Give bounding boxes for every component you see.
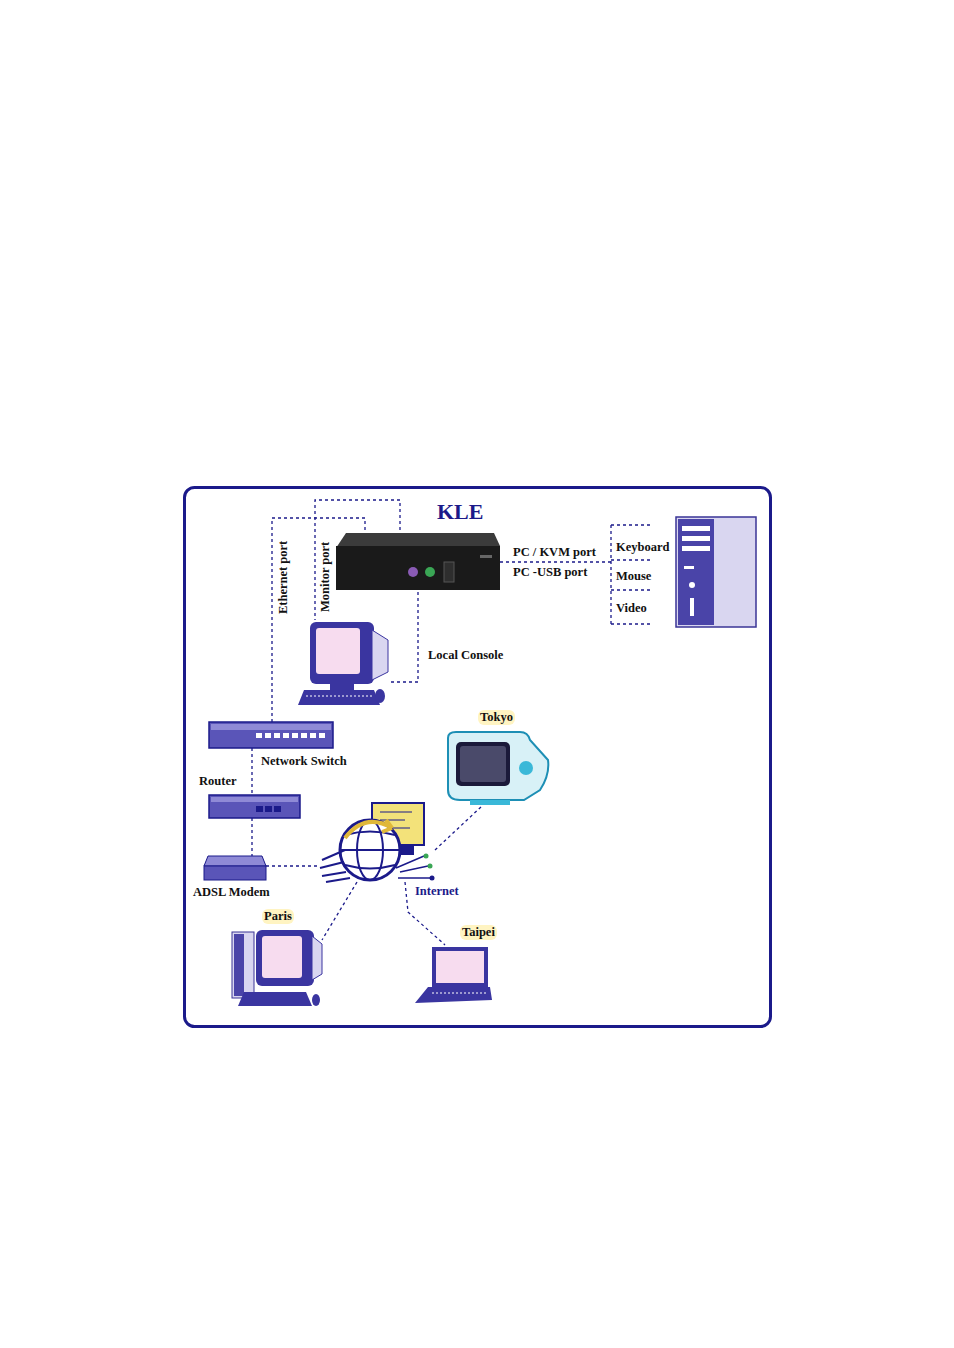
taipei-box: Taipei <box>415 945 492 1003</box>
port-label: Video <box>616 601 647 616</box>
network-switch <box>209 722 333 748</box>
pc-cables <box>500 525 653 624</box>
console-box: Local Console <box>298 620 390 706</box>
dashed-cable <box>435 806 482 850</box>
paris-box: Paris <box>232 928 322 1008</box>
internet-clipart <box>320 803 435 882</box>
kle-device <box>336 533 500 590</box>
frame <box>185 488 771 1027</box>
device-label: Taipei <box>460 925 497 940</box>
port-label: Monitor port <box>318 542 333 612</box>
dashed-cable <box>315 500 400 620</box>
port-label: Keyboard <box>616 540 669 555</box>
device-label: Internet <box>415 884 459 899</box>
pc-tower <box>676 517 756 627</box>
device-label: ADSL Modem <box>193 885 270 900</box>
port-label: PC -USB port <box>513 565 587 580</box>
modem-box: ADSL Modem <box>204 856 266 880</box>
laptop-computer <box>415 947 492 1003</box>
device-label: Network Switch <box>261 754 347 769</box>
console-computer <box>298 622 388 705</box>
switch-box: Network Switch <box>209 722 333 748</box>
tokyo-box: Tokyo <box>440 730 550 806</box>
router-box: Router <box>209 795 300 818</box>
dashed-cable <box>266 865 318 866</box>
dashed-cable <box>251 818 252 856</box>
router <box>209 795 300 818</box>
device-label: Router <box>199 774 237 789</box>
dashed-cable <box>251 748 252 795</box>
device-label: Tokyo <box>478 710 515 725</box>
port-label: Ethernet port <box>276 541 291 614</box>
internet-box: Internet <box>318 800 435 882</box>
port-label: Mouse <box>616 569 651 584</box>
device-label: Paris <box>262 909 294 924</box>
dashed-cable <box>390 592 418 682</box>
device-label: Local Console <box>428 648 503 663</box>
port-label: PC / KVM port <box>513 545 596 560</box>
paris-computer <box>232 930 322 1006</box>
adsl-modem <box>204 856 266 880</box>
kle-box: KLE <box>336 530 500 592</box>
dashed-cable <box>272 518 365 722</box>
imac-computer <box>448 732 548 805</box>
dashed-cable <box>322 882 357 940</box>
device-label: KLE <box>437 499 483 525</box>
